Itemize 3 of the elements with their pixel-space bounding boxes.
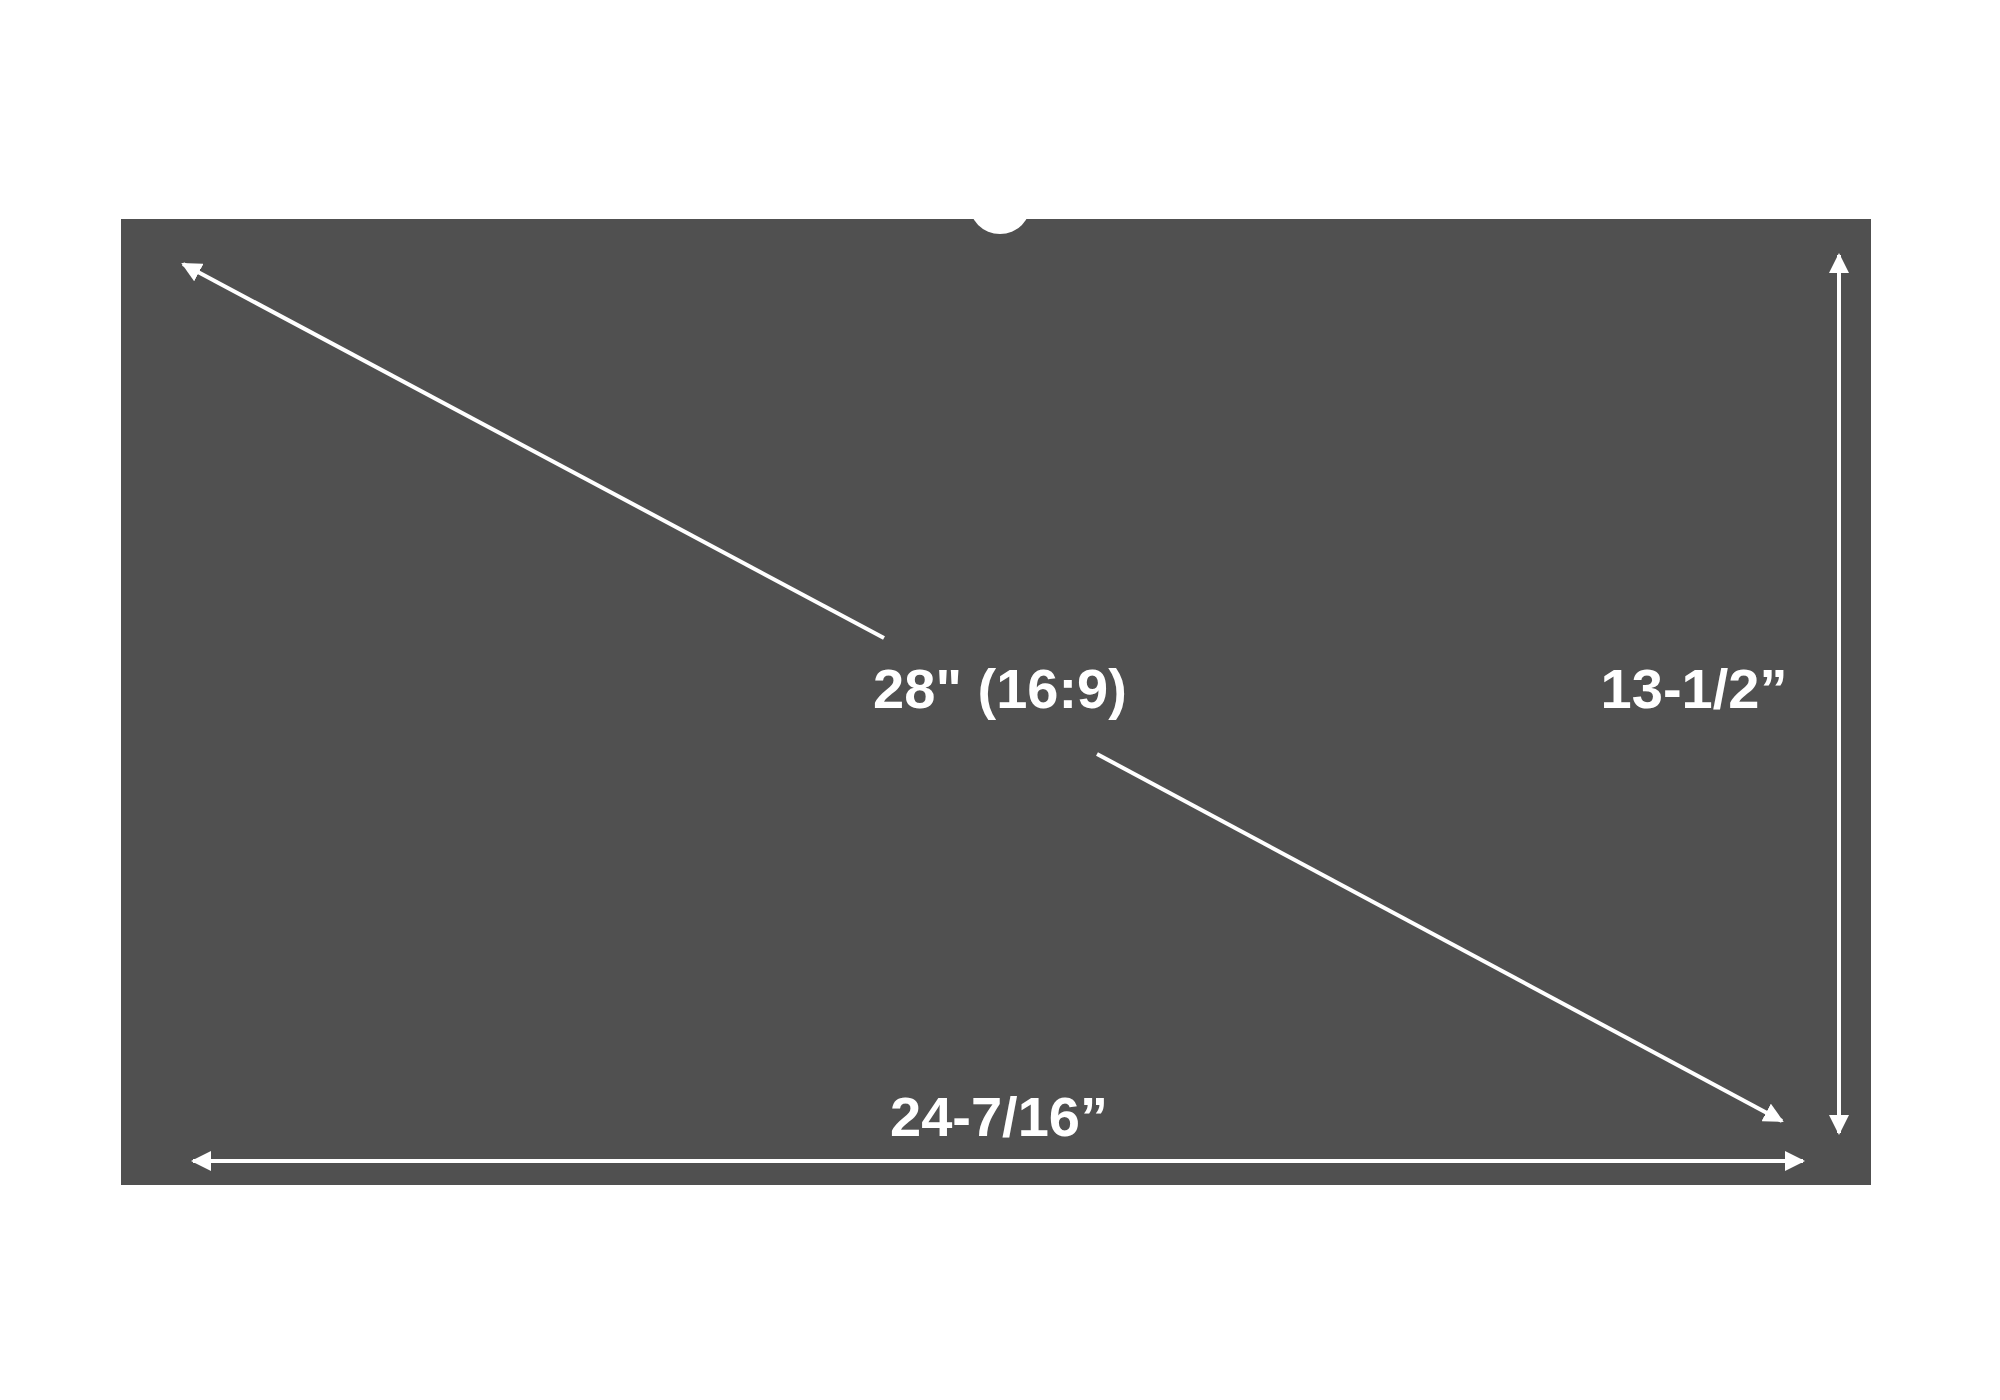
screen-panel (121, 219, 1871, 1185)
dimension-label: 24-7/16” (890, 1089, 1108, 1145)
dimension-label: 13-1/2” (1600, 661, 1788, 717)
